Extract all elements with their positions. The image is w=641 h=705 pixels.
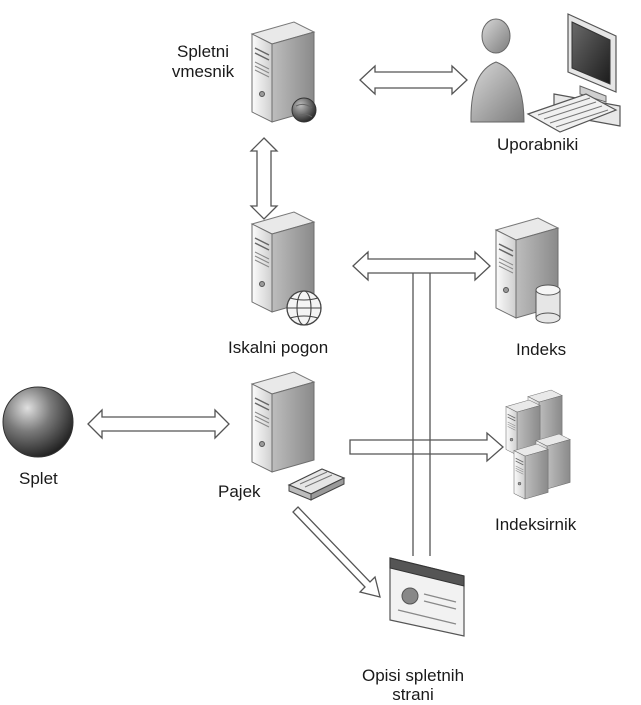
indexer-server-cluster-icon bbox=[505, 389, 571, 500]
web-interface-label-line2: vmesnik bbox=[171, 62, 235, 81]
web-globe-icon bbox=[2, 386, 74, 458]
arrow-web-crawler bbox=[87, 408, 230, 440]
arrow-crawler-page-descriptions bbox=[292, 506, 381, 598]
arrow-crawler-indexer bbox=[349, 431, 504, 463]
web-label: Splet bbox=[19, 469, 58, 488]
page-descriptions-label-line2: strani bbox=[392, 685, 434, 704]
web-interface-label: Spletni vmesnik bbox=[158, 42, 248, 82]
users-icon bbox=[470, 13, 621, 133]
crawler-label: Pajek bbox=[218, 482, 261, 501]
page-descriptions-web-page-icon bbox=[389, 557, 465, 637]
connector-vertical-pipe bbox=[412, 273, 431, 556]
arrow-search-engine-index bbox=[352, 250, 491, 282]
arrow-web-interface-search-engine bbox=[249, 137, 279, 220]
page-descriptions-label: Opisi spletnih strani bbox=[343, 666, 483, 704]
page-descriptions-label-line1: Opisi spletnih bbox=[361, 666, 465, 685]
arrow-web-interface-users bbox=[359, 64, 468, 96]
search-engine-label: Iskalni pogon bbox=[228, 338, 329, 357]
search-engine-server-icon bbox=[251, 211, 322, 326]
index-label: Indeks bbox=[516, 340, 567, 359]
users-label: Uporabniki bbox=[497, 135, 579, 154]
web-interface-server-icon bbox=[251, 21, 317, 123]
index-server-icon bbox=[495, 217, 561, 324]
indexer-label: Indeksirnik bbox=[495, 515, 577, 534]
web-interface-label-line1: Spletni bbox=[177, 42, 229, 61]
crawler-server-icon bbox=[251, 371, 346, 501]
